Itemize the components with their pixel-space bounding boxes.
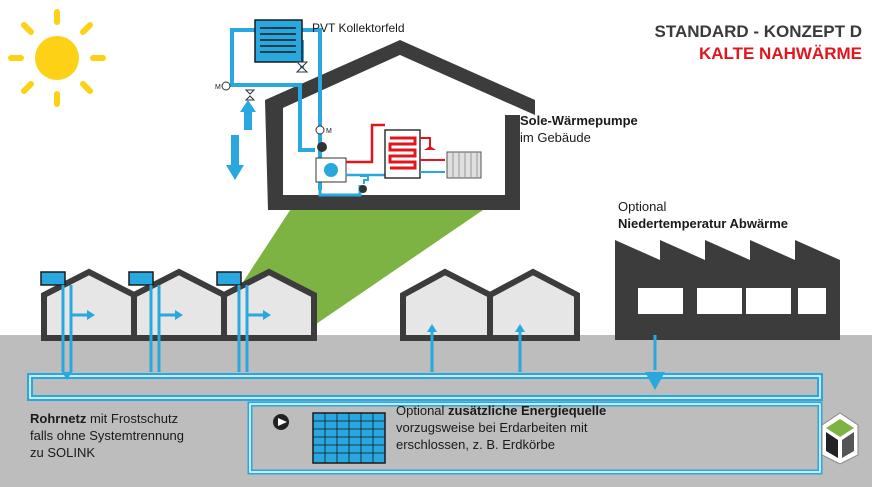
pvt-system (221, 19, 362, 197)
pvt-roof-panels (40, 271, 242, 286)
source-label-bold: zusätzliche Energiequelle (448, 403, 607, 418)
heatpump-system (315, 123, 482, 193)
flow-arrows (62, 310, 665, 390)
sun-icon (8, 9, 106, 107)
flow-up-arrow (240, 100, 256, 130)
ground (0, 335, 872, 487)
source-label-line2: vorzugsweise bei Erdarbeiten mit (396, 420, 588, 435)
source-label-line3: erschlossen, z. B. Erdkörbe (396, 437, 555, 452)
pump-icon (359, 185, 367, 193)
house-row (41, 268, 580, 341)
valve-icon (315, 125, 325, 135)
title-line-1: STANDARD - KONZEPT D (654, 22, 862, 41)
factory (615, 240, 840, 340)
heatpump-label-rest: im Gebäude (520, 130, 591, 145)
valve-icon (221, 81, 231, 91)
tap-icon (360, 175, 369, 184)
network-label-line2: falls ohne Systemtrennung (30, 428, 184, 443)
network-label-line3: zu SOLINK (30, 445, 96, 460)
energy-source-label: Optional zusätzliche Energiequelle vorzu… (396, 402, 606, 453)
waste-label-optional: Optional (618, 199, 667, 214)
flow-down-arrow (226, 135, 244, 180)
waste-heat-label: Optional Niedertemperatur Abwärme (618, 198, 788, 232)
solink-logo (821, 412, 859, 465)
building-house (265, 40, 535, 210)
pvt-collector (254, 19, 303, 63)
network-label: Rohrnetz mit Frostschutz falls ohne Syst… (30, 410, 184, 461)
house-connections (61, 285, 657, 372)
heatpump-label-bold: Sole-Wärmepumpe (520, 113, 638, 128)
title-line-2: KALTE NAHWÄRME (698, 44, 862, 63)
waste-label-bold: Niedertemperatur Abwärme (618, 216, 789, 231)
source-label-prefix: Optional (396, 403, 449, 418)
pvt-label: PVT Kollektorfeld (312, 21, 405, 35)
network-label-bold: Rohrnetz (30, 411, 87, 426)
valve-m-label-2: M (326, 128, 332, 135)
heatpump-label: Sole-Wärmepumpe im Gebäude (520, 112, 638, 146)
network-label-rest: mit Frostschutz (86, 411, 179, 426)
shower-icon (424, 146, 436, 150)
valve-m-label: M (215, 84, 221, 91)
pipe-network (27, 373, 823, 475)
radiator-icon (446, 151, 482, 179)
